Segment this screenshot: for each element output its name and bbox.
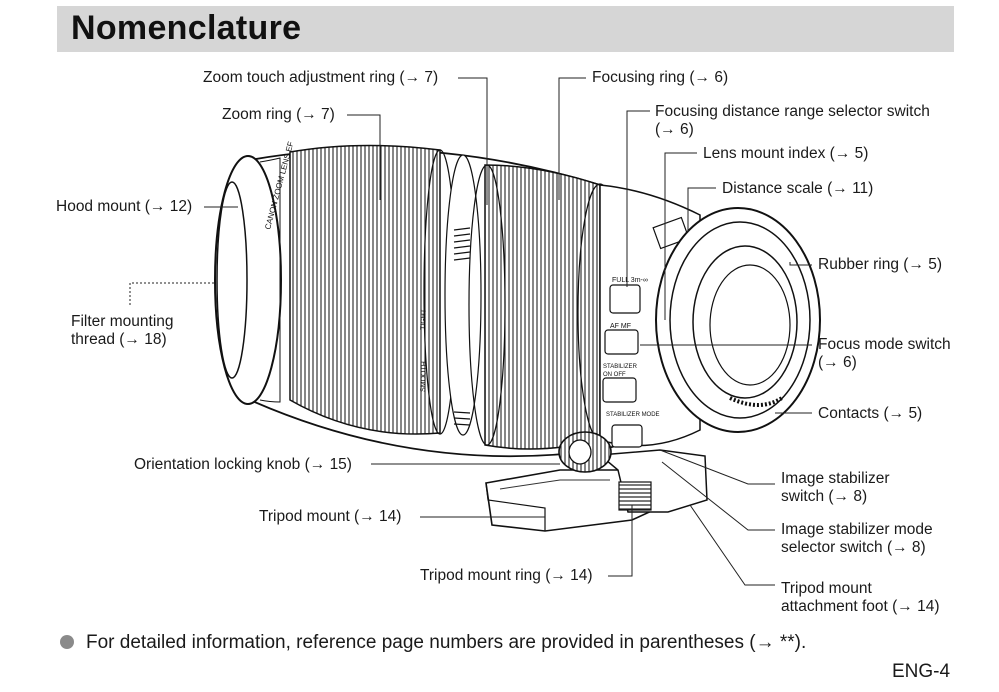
page-title: Nomenclature [71, 9, 302, 47]
lens-mount [655, 207, 821, 433]
header-bar: Nomenclature [57, 6, 954, 52]
tripod-mount-body [485, 449, 708, 532]
callout-tripod-mount: Tripod mount (→ 14) [259, 508, 402, 525]
callout-zoom-ring: Zoom ring (→ 7) [222, 106, 335, 123]
svg-text:FULL 3m-∞: FULL 3m-∞ [612, 277, 648, 284]
svg-text:ON OFF: ON OFF [603, 372, 626, 378]
callout-rubber-ring: Rubber ring (→ 5) [818, 256, 943, 273]
callout-focusing-ring: Focusing ring (→ 6) [592, 69, 729, 86]
callout-focus-range-switch: Focusing distance range selector switch(… [655, 103, 930, 138]
callout-focus-mode-switch: Focus mode switch(→ 6) [818, 336, 951, 371]
page-number: ENG-4 [892, 661, 951, 682]
zoom-ring [289, 144, 457, 435]
orientation-knob [558, 431, 612, 473]
callout-hood-mount: Hood mount (→ 12) [56, 198, 193, 215]
callout-zoom-touch-ring: Zoom touch adjustment ring (→ 7) [203, 69, 439, 86]
svg-text:SMOOTH: SMOOTH [420, 361, 428, 392]
svg-text:TIGHT: TIGHT [420, 308, 428, 330]
footnote: For detailed information, reference page… [60, 632, 806, 654]
bullet-icon [60, 635, 74, 649]
callout-contacts: Contacts (→ 5) [818, 405, 923, 422]
callout-orientation-knob: Orientation locking knob (→ 15) [134, 456, 352, 473]
svg-text:STABILIZER: STABILIZER [603, 364, 638, 370]
footnote-text: For detailed information, reference page… [86, 632, 807, 653]
focusing-ring [468, 164, 623, 450]
svg-text:STABILIZER MODE: STABILIZER MODE [606, 412, 660, 418]
callout-tripod-mount-ring: Tripod mount ring (→ 14) [420, 567, 593, 584]
svg-text:AF MF: AF MF [610, 323, 631, 330]
callout-distance-scale: Distance scale (→ 11) [722, 180, 874, 197]
callout-lens-mount-index: Lens mount index (→ 5) [703, 145, 869, 162]
leader-lines [129, 77, 812, 586]
